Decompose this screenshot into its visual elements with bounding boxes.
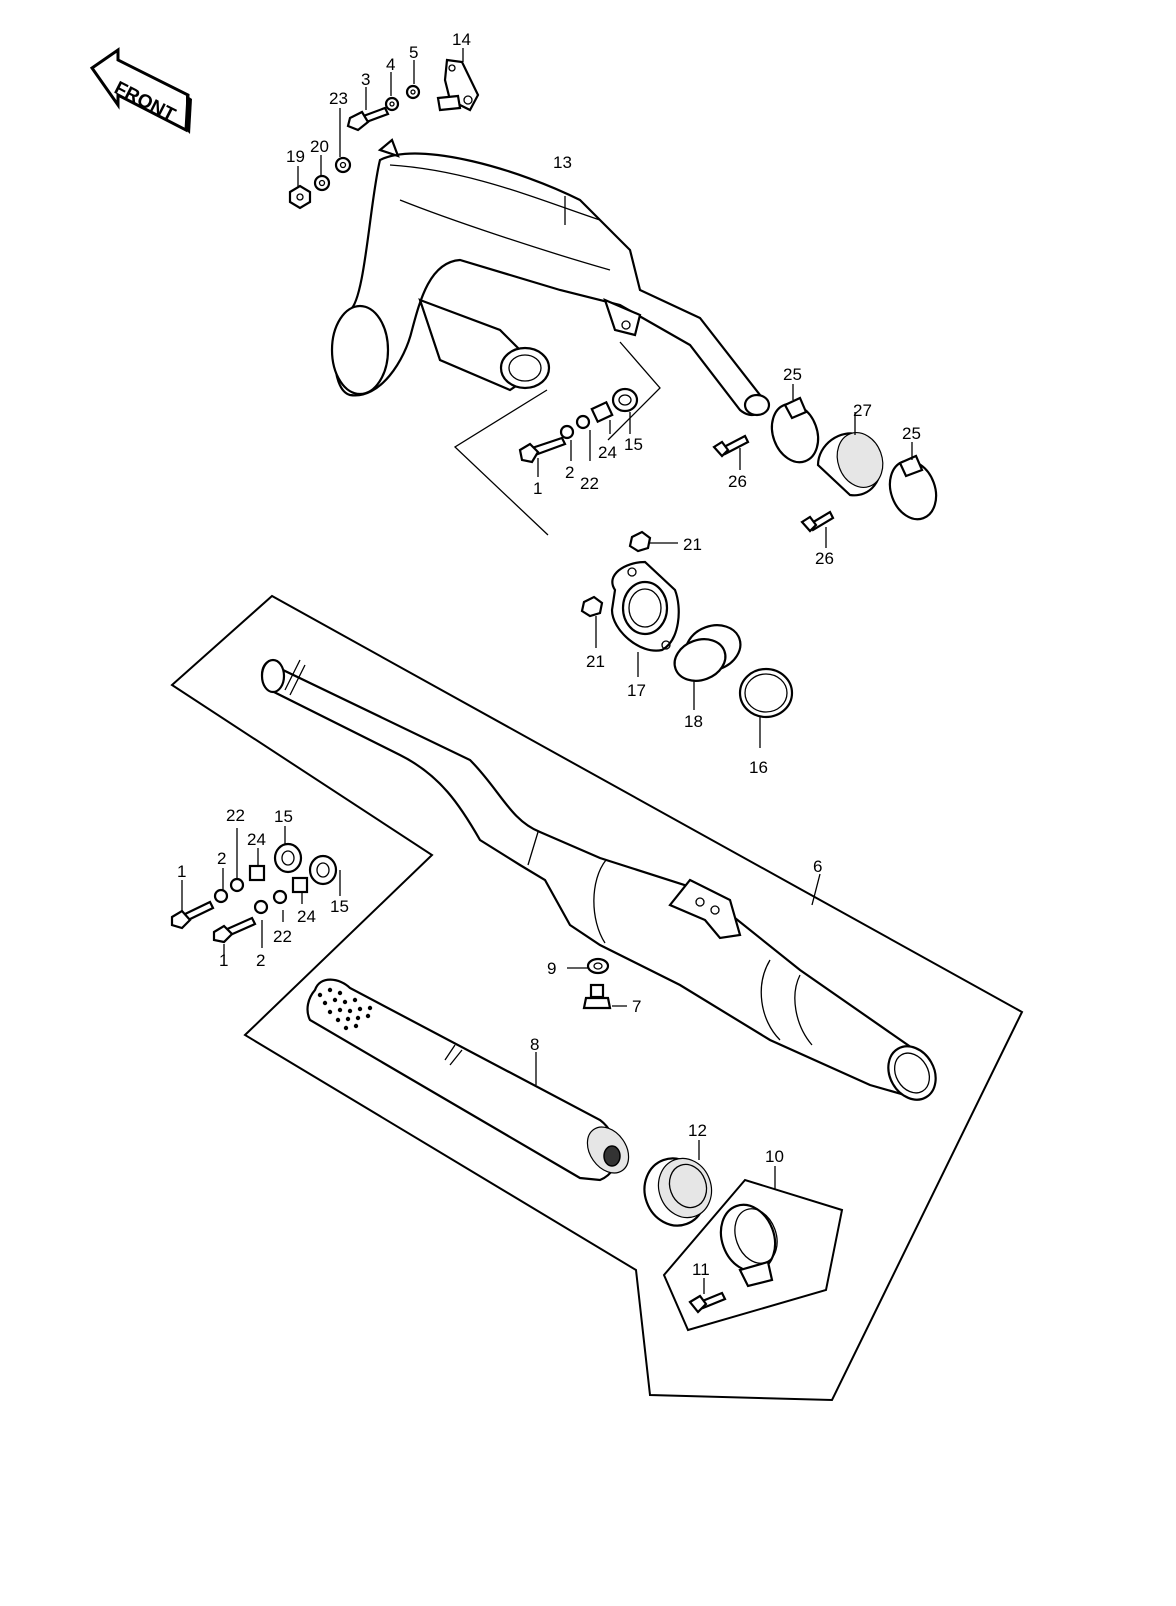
callout-26-bottom: 26 [815,549,834,568]
callout-10: 10 [765,1147,784,1166]
callout-21-bottom: 21 [586,652,605,671]
callout-5: 5 [409,43,418,62]
callout-1-left-upper: 1 [177,862,186,881]
callout-13: 13 [553,153,572,172]
callout-22-left-lower: 22 [273,927,292,946]
part-8-tailpipe [306,978,630,1182]
part-13-expansion-chamber [330,138,771,417]
part-6-exhaust-pipe [260,658,937,1101]
callout-21-top: 21 [683,535,702,554]
clamps-and-joint [712,396,938,533]
callout-2-left-upper: 2 [217,849,226,868]
callout-27: 27 [853,401,872,420]
callout-19: 19 [286,147,305,166]
drain-plug [582,957,612,1010]
front-arrow-badge: FRONT [89,47,192,134]
callout-numbers: 1 2 22 24 15 3 4 5 14 23 20 19 13 25 27 … [177,30,921,1279]
callout-15-left-lower: 15 [330,897,349,916]
tail-joint-parts [643,1157,778,1314]
callout-20: 20 [310,137,329,156]
callout-1-left-lower: 1 [219,951,228,970]
callout-25-left: 25 [783,365,802,384]
callout-14: 14 [452,30,471,49]
callout-15-top: 15 [624,435,643,454]
callout-12: 12 [688,1121,707,1140]
callout-11: 11 [692,1260,710,1279]
callout-1-top: 1 [533,479,542,498]
left-hardware [170,842,338,944]
callout-18: 18 [684,712,703,731]
callout-2-left-lower: 2 [256,951,265,970]
top-hardware [288,58,480,210]
callout-17: 17 [627,681,646,700]
callout-4: 4 [386,55,395,74]
callout-26-top: 26 [728,472,747,491]
callout-16: 16 [749,758,768,777]
assembly-outline [170,594,1024,1402]
callout-7: 7 [632,997,641,1016]
leader-lines [453,341,661,536]
callout-3: 3 [361,70,370,89]
callout-2-top: 2 [565,463,574,482]
callout-22-top: 22 [580,474,599,493]
callout-6: 6 [813,857,822,876]
callout-24-left-upper: 24 [247,830,266,849]
callout-8: 8 [530,1035,539,1054]
callout-24-left-lower: 24 [297,907,316,926]
mid-hardware [518,387,639,464]
perforated-section [317,987,373,1031]
callout-15-left-upper: 15 [274,807,293,826]
callout-23: 23 [329,89,348,108]
callout-25-right: 25 [902,424,921,443]
subassembly-outline [662,1178,844,1332]
callout-9: 9 [547,959,556,978]
callout-leaders [181,48,913,1294]
callout-24-top: 24 [598,443,617,462]
callout-22-left-upper: 22 [226,806,245,825]
flange-group [580,530,794,719]
